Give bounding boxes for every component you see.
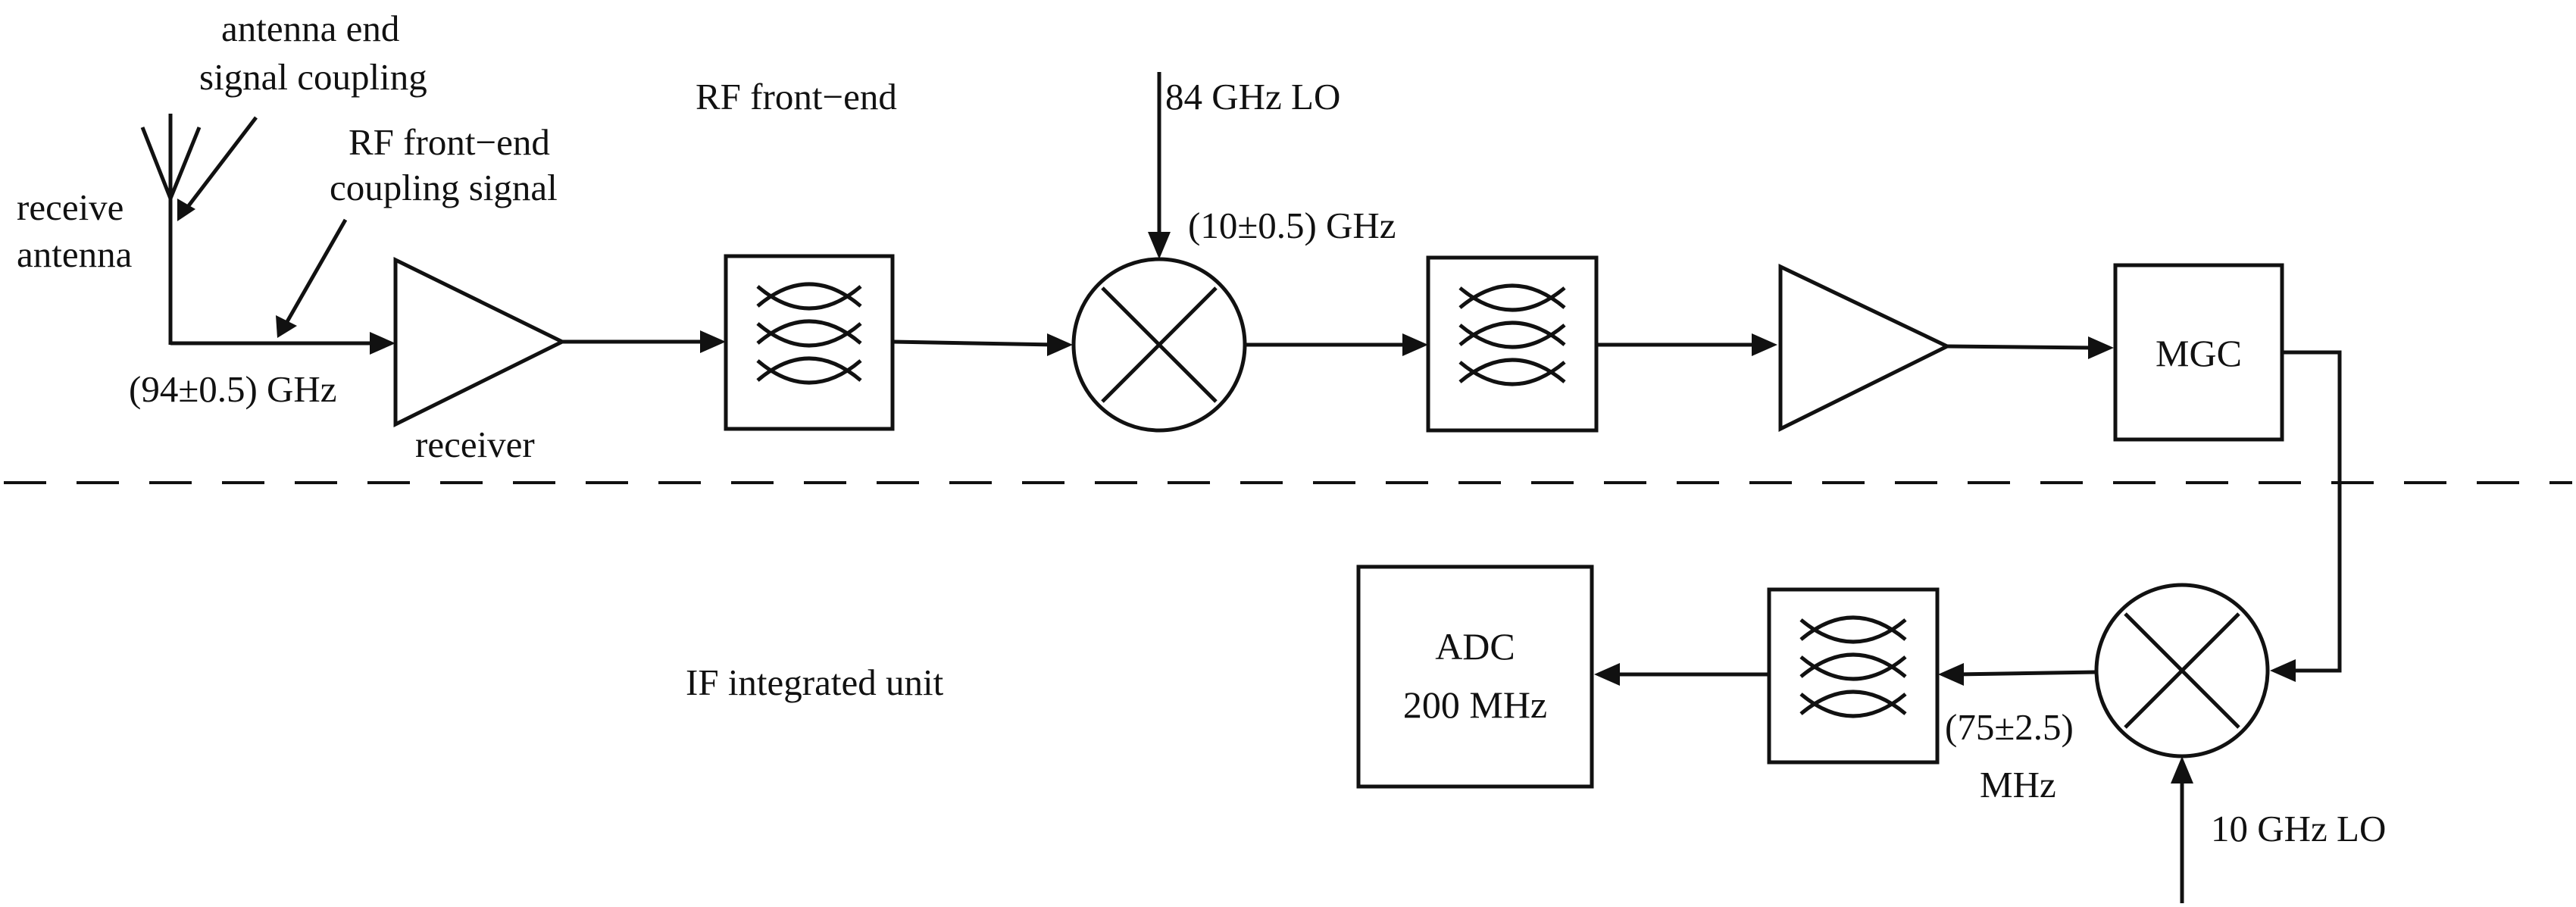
wire-amp-bpf1 bbox=[562, 330, 726, 353]
input-frequency-label: (94±0.5) GHz bbox=[129, 368, 337, 410]
input-wire bbox=[170, 332, 395, 355]
bandpass-filter-2-icon bbox=[1426, 255, 1599, 433]
mixer-1-icon bbox=[1071, 257, 1247, 433]
wire-bpf2-amp2 bbox=[1596, 333, 1777, 356]
if-75-label-line2: MHz bbox=[1980, 764, 2056, 805]
wire-mgc-mixer2 bbox=[2270, 350, 2342, 682]
receive-antenna-label-line2: antenna bbox=[17, 233, 133, 275]
antenna-coupling-pointer bbox=[177, 116, 258, 221]
wire-bpf3-adc bbox=[1594, 663, 1769, 686]
receive-antenna-label-line1: receive bbox=[17, 186, 123, 228]
if-integrated-unit-label: IF integrated unit bbox=[686, 661, 944, 703]
lo-10-label: 10 GHz LO bbox=[2211, 808, 2386, 849]
antenna-end-label-line1: antenna end bbox=[221, 8, 399, 49]
rf-front-end-label: RF front−end bbox=[696, 76, 897, 117]
adc-label-line2: 200 MHz bbox=[1403, 683, 1547, 726]
wire-mixer2-bpf3 bbox=[1938, 663, 2097, 686]
mixer-2-icon bbox=[2094, 583, 2270, 758]
receiver-label: receiver bbox=[415, 424, 535, 465]
rf-coupling-label-line1: RF front−end bbox=[349, 121, 550, 163]
wire-amp2-mgc bbox=[1946, 336, 2114, 359]
wire-mixer1-bpf2 bbox=[1245, 333, 1428, 356]
receive-antenna-icon bbox=[140, 114, 202, 345]
mgc-block bbox=[2113, 263, 2284, 442]
if-amplifier-icon bbox=[1778, 264, 1952, 433]
wire-bpf1-mixer1 bbox=[892, 333, 1073, 356]
antenna-end-label-line2: signal coupling bbox=[199, 56, 427, 98]
lo-84-label: 84 GHz LO bbox=[1165, 76, 1340, 117]
rf-coupling-pointer bbox=[276, 218, 348, 338]
receiver-amplifier-icon bbox=[393, 256, 567, 428]
if-10-label: (10±0.5) GHz bbox=[1188, 205, 1396, 246]
adc-block bbox=[1356, 565, 1594, 789]
if-75-label-line1: (75±2.5) bbox=[1945, 706, 2074, 748]
lo-84-input bbox=[1148, 72, 1171, 259]
bandpass-filter-1-icon bbox=[724, 254, 895, 431]
lo-10-input bbox=[2171, 756, 2193, 903]
bandpass-filter-3-icon bbox=[1767, 587, 1940, 765]
rf-coupling-label-line2: coupling signal bbox=[330, 167, 558, 208]
adc-label-line1: ADC bbox=[1435, 625, 1515, 668]
mgc-label: MGC bbox=[2156, 332, 2242, 374]
